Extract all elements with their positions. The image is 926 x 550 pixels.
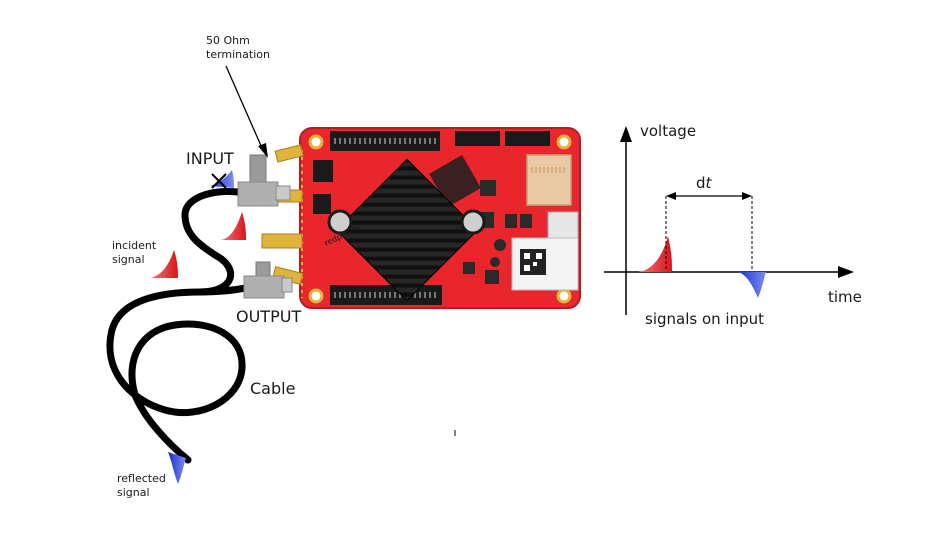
output-label: OUTPUT	[236, 307, 301, 326]
chip	[313, 160, 333, 182]
mounting-hole	[308, 134, 324, 150]
chip	[313, 194, 331, 214]
dt-label-t: t	[706, 174, 713, 192]
chip	[520, 214, 532, 228]
chip	[480, 180, 496, 196]
sma-connector-1	[274, 144, 304, 163]
incident-pulse-left	[150, 250, 178, 278]
capacitor	[494, 239, 506, 251]
signals-on-input-label: signals on input	[645, 310, 764, 328]
cable-label: Cable	[250, 379, 295, 398]
red-pitaya-board: redpitaya	[299, 127, 581, 309]
sata-connector	[455, 131, 500, 146]
dt-left-arrow-icon	[666, 192, 676, 200]
standoff	[327, 209, 353, 235]
dt-label-d: d	[696, 174, 706, 192]
ethernet-connector	[547, 211, 579, 241]
mounting-hole	[556, 288, 572, 304]
time-axis-arrow-icon	[838, 266, 854, 278]
sata-connector	[505, 131, 550, 146]
blocked-cross-icon	[211, 173, 227, 189]
output-tee-adapter	[243, 261, 293, 299]
input-tee-adapter	[237, 154, 291, 207]
chip	[485, 270, 499, 284]
heatsink	[335, 158, 479, 302]
sma-connector-3	[261, 233, 303, 249]
termination-label-line1: 50 Ohm	[206, 34, 250, 47]
voltage-axis-arrow-icon	[620, 126, 632, 142]
incident-pulse-cable	[221, 212, 246, 240]
incident-signal-label-line1: incident	[112, 239, 157, 252]
coax-cable	[106, 187, 248, 464]
mounting-hole	[308, 288, 324, 304]
sd-card-slot	[526, 154, 572, 206]
sma-connectors	[261, 144, 304, 285]
chip	[505, 214, 517, 228]
input-label: INPUT	[186, 149, 234, 168]
reflected-pulse-bottom	[168, 452, 186, 484]
reflected-pulse-input	[210, 170, 234, 188]
termination-arrow	[225, 65, 268, 158]
chip	[463, 262, 475, 274]
reflected-signal-label-line1: reflected	[117, 472, 166, 485]
reflected-pulse-plot	[738, 272, 766, 298]
reflected-signal-label-line2: signal	[117, 486, 150, 499]
mounting-hole	[556, 134, 572, 150]
coax-cable-to-output	[196, 284, 250, 296]
standoff	[460, 209, 486, 235]
dt-right-arrow-icon	[742, 192, 752, 200]
capacitor	[490, 257, 500, 267]
incident-pulse-plot	[638, 236, 672, 272]
time-axis-label: time	[828, 288, 862, 306]
incident-signal-label-line2: signal	[112, 253, 145, 266]
voltage-axis-label: voltage	[640, 122, 696, 140]
timing-plot: voltage time dt signals on input	[604, 122, 862, 328]
dt-label: dt	[696, 174, 713, 192]
termination-label-line2: termination	[206, 48, 270, 61]
